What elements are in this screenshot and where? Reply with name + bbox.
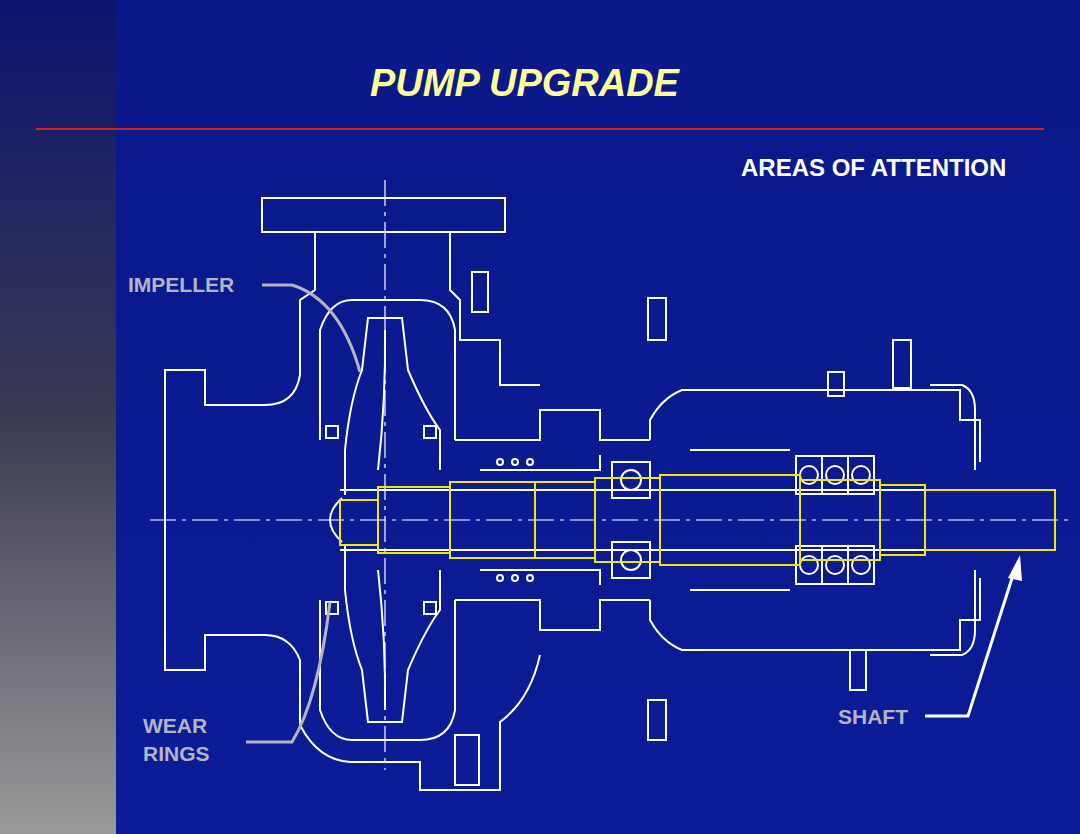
side-strip [0, 0, 116, 834]
pump-section [150, 180, 1072, 790]
part-label: IMPELLER [128, 271, 234, 299]
title: PUMP UPGRADE [370, 62, 679, 105]
shaft-highlight [340, 475, 1055, 565]
subtitle: AREAS OF ATTENTION [741, 154, 1006, 182]
part-label: SHAFT [838, 703, 908, 731]
part-label: WEAR RINGS [143, 712, 239, 768]
leader-lines [246, 285, 1014, 742]
title-rule [36, 128, 1044, 130]
arrowhead [1008, 555, 1022, 581]
